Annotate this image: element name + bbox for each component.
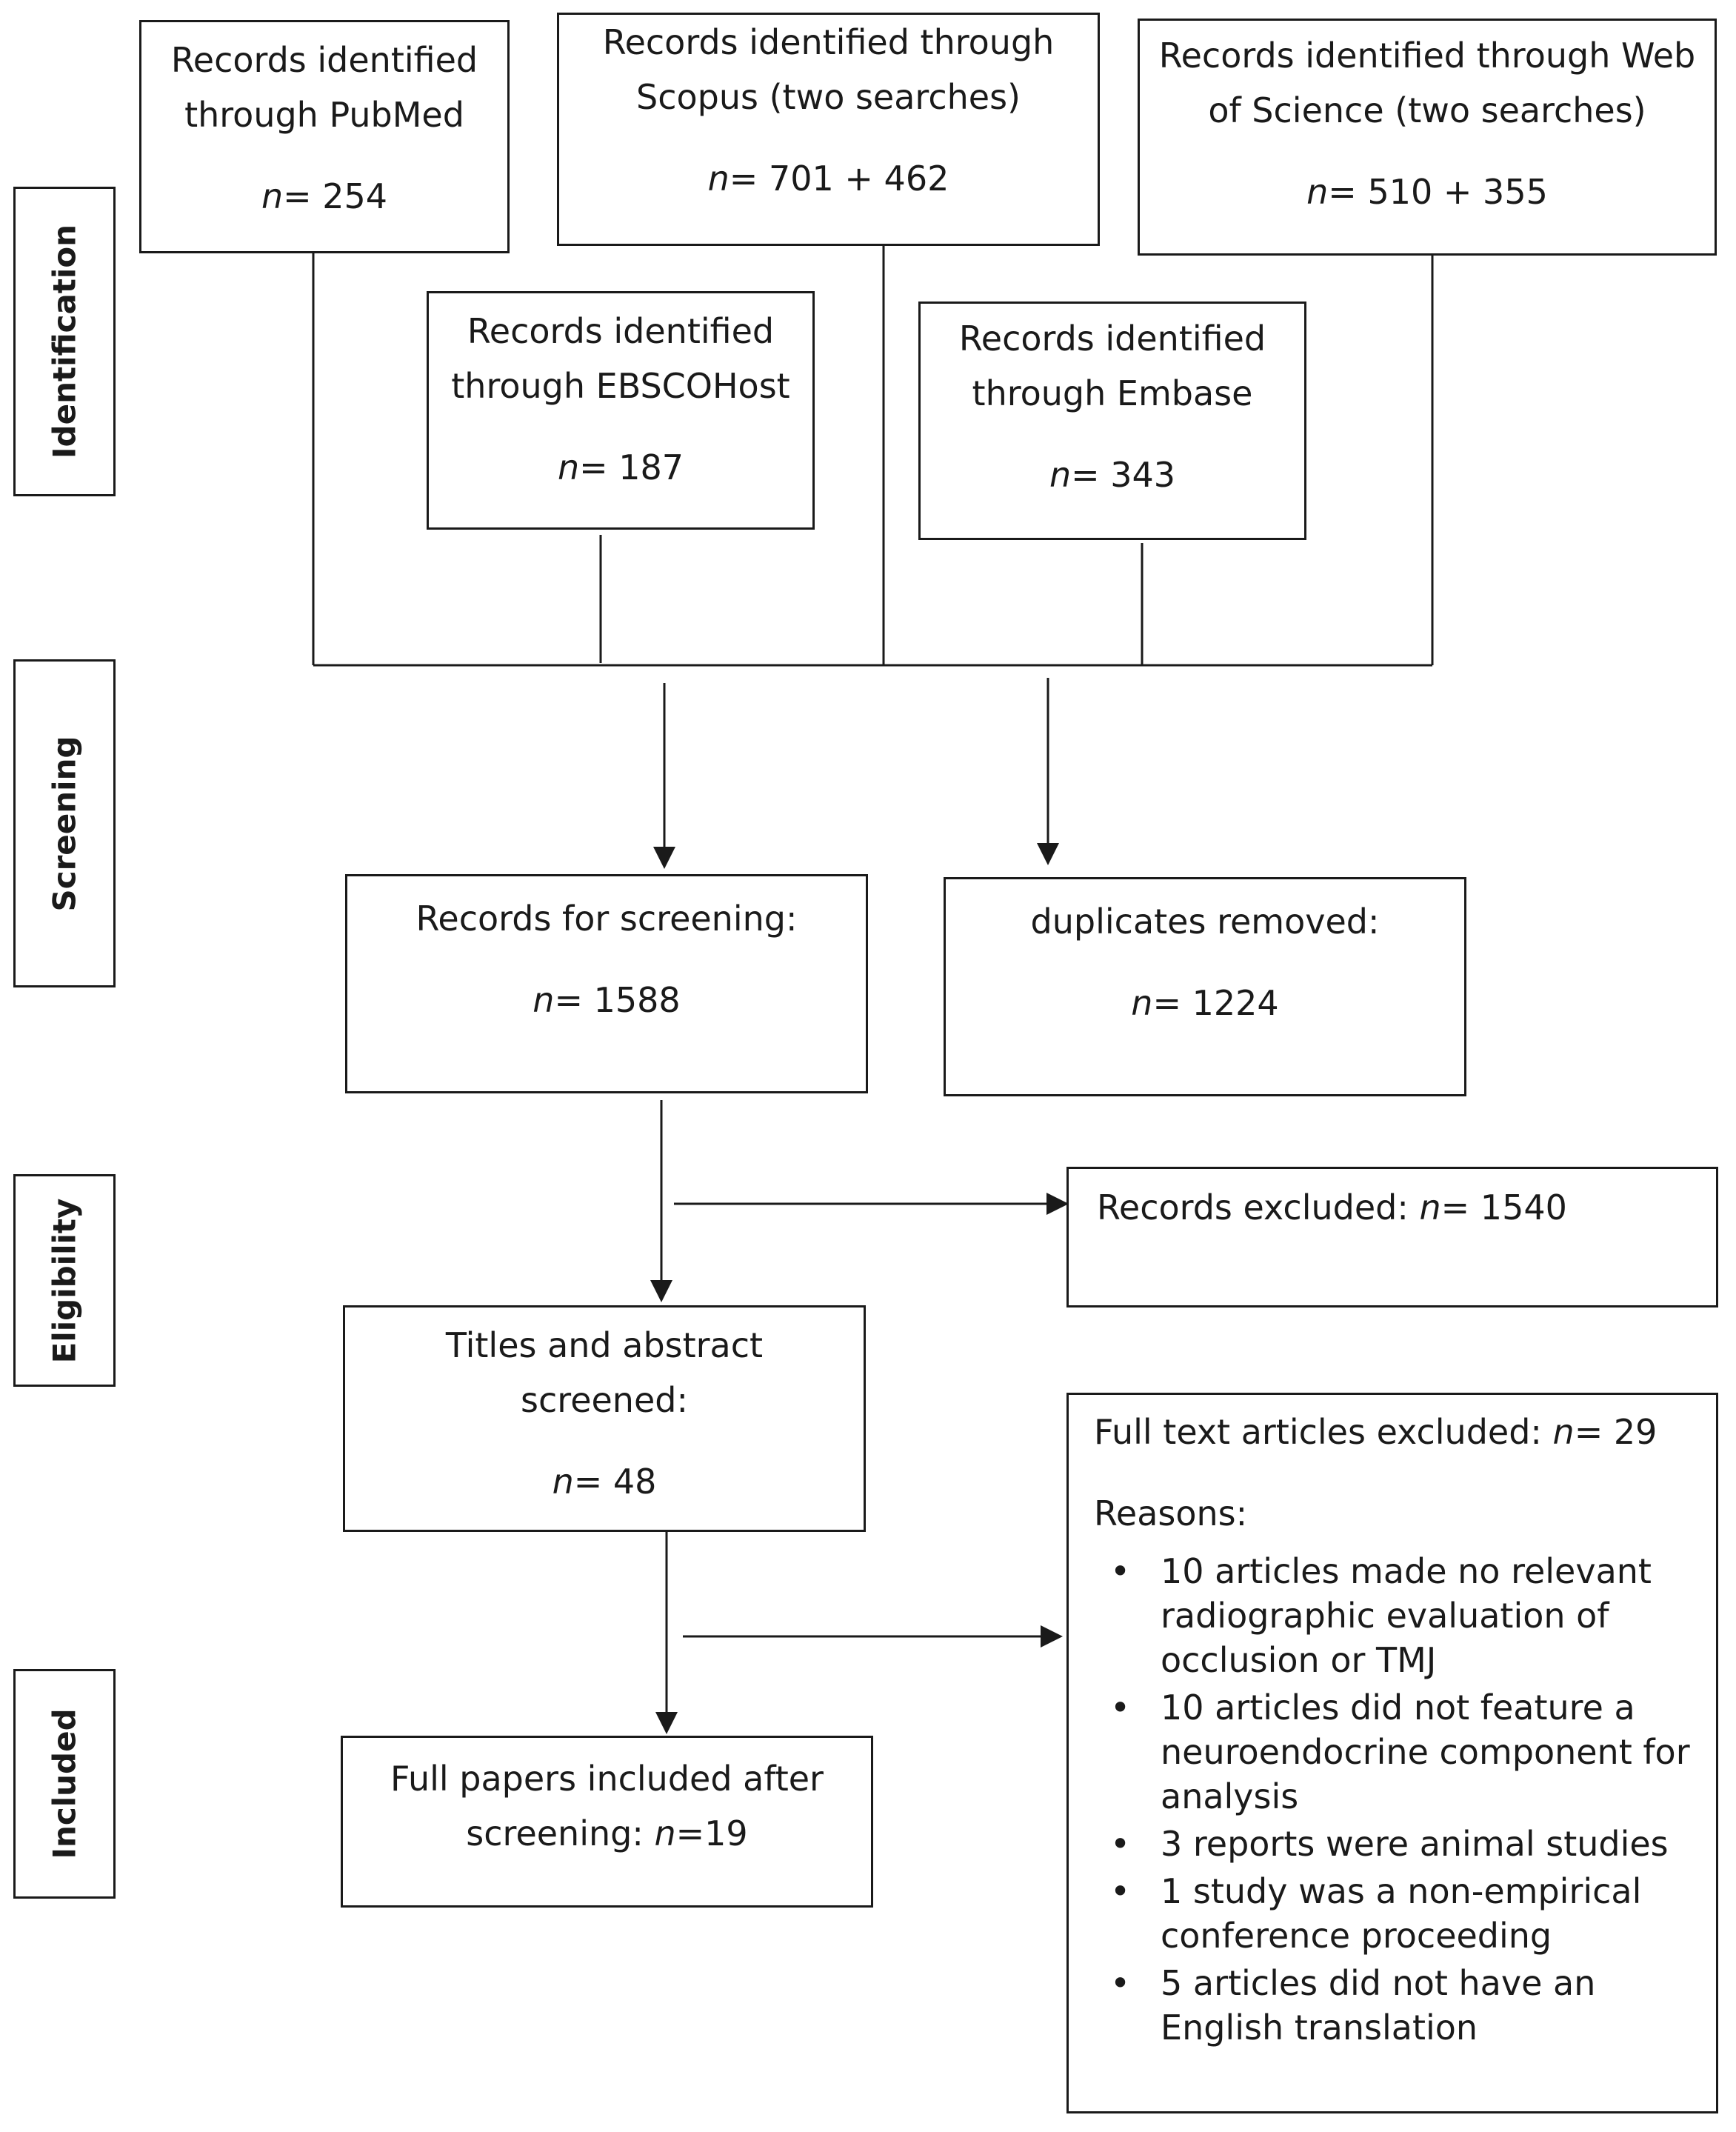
stage-screening: Screening <box>13 659 116 987</box>
screening-line1: Records for screening: <box>415 899 798 939</box>
embase-line2: through Embase <box>972 373 1253 413</box>
titles-count: n= 48 <box>552 1462 657 1502</box>
reason-item: 10 articles did not feature a neuroendoc… <box>1094 1685 1691 1819</box>
pubmed-count: n= 254 <box>261 176 388 216</box>
included-line2: screening: n=19 <box>466 1813 748 1853</box>
wos-line2: of Science (two searches) <box>1208 90 1646 130</box>
titles-line2: screened: <box>521 1380 688 1420</box>
ebsco-box: Records identified through EBSCOHost n= … <box>427 291 815 530</box>
duplicates-box: duplicates removed: n= 1224 <box>944 877 1466 1096</box>
stage-eligibility-label: Eligibility <box>46 1198 83 1363</box>
reasons-list: 10 articles made no relevant radiographi… <box>1094 1549 1691 2050</box>
duplicates-count: n= 1224 <box>1131 983 1279 1023</box>
records-excluded-box: Records excluded: n= 1540 <box>1066 1167 1718 1307</box>
pubmed-line1: Records identified <box>170 40 478 80</box>
titles-line1: Titles and abstract <box>445 1325 764 1365</box>
embase-line1: Records identified <box>958 319 1266 359</box>
wos-line1: Records identified through Web <box>1158 36 1696 76</box>
screening-count: n= 1588 <box>533 980 681 1020</box>
duplicates-line1: duplicates removed: <box>1030 902 1380 942</box>
reason-item: 5 articles did not have an English trans… <box>1094 1961 1691 2050</box>
reason-item: 10 articles made no relevant radiographi… <box>1094 1549 1691 1682</box>
scopus-line2: Scopus (two searches) <box>636 77 1021 117</box>
scopus-box: Records identified through Scopus (two s… <box>557 13 1100 246</box>
screening-box: Records for screening: n= 1588 <box>345 874 868 1093</box>
reason-item: 3 reports were animal studies <box>1094 1822 1691 1866</box>
fulltext-excluded-box: Full text articles excluded: n= 29 Reaso… <box>1066 1393 1718 2113</box>
ebsco-count: n= 187 <box>557 447 684 487</box>
pubmed-line2: through PubMed <box>184 95 464 135</box>
included-box: Full papers included after screening: n=… <box>341 1736 873 1908</box>
scopus-line1: Records identified through <box>602 22 1055 62</box>
records-excluded-count: = 1540 <box>1440 1187 1567 1227</box>
titles-box: Titles and abstract screened: n= 48 <box>343 1305 866 1532</box>
wos-count: n= 510 + 355 <box>1306 172 1548 212</box>
stage-identification-label: Identification <box>46 224 83 459</box>
wos-box: Records identified through Web of Scienc… <box>1138 19 1717 256</box>
embase-box: Records identified through Embase n= 343 <box>918 302 1306 540</box>
reasons-label: Reasons: <box>1094 1493 1248 1533</box>
stage-eligibility: Eligibility <box>13 1174 116 1387</box>
ebsco-line2: through EBSCOHost <box>451 366 790 406</box>
included-line1: Full papers included after <box>390 1759 824 1799</box>
reason-item: 1 study was a non-empirical conference p… <box>1094 1869 1691 1958</box>
ebsco-line1: Records identified <box>467 311 775 351</box>
stage-identification: Identification <box>13 187 116 496</box>
stage-screening-label: Screening <box>46 735 83 912</box>
stage-included-label: Included <box>46 1708 83 1859</box>
stage-included: Included <box>13 1669 116 1899</box>
embase-count: n= 343 <box>1049 455 1176 495</box>
pubmed-box: Records identified through PubMed n= 254 <box>139 20 510 253</box>
records-excluded-label: Records excluded: <box>1097 1187 1420 1227</box>
scopus-count: n= 701 + 462 <box>707 159 949 199</box>
fulltext-excluded-title: Full text articles excluded: n= 29 <box>1094 1412 1657 1452</box>
